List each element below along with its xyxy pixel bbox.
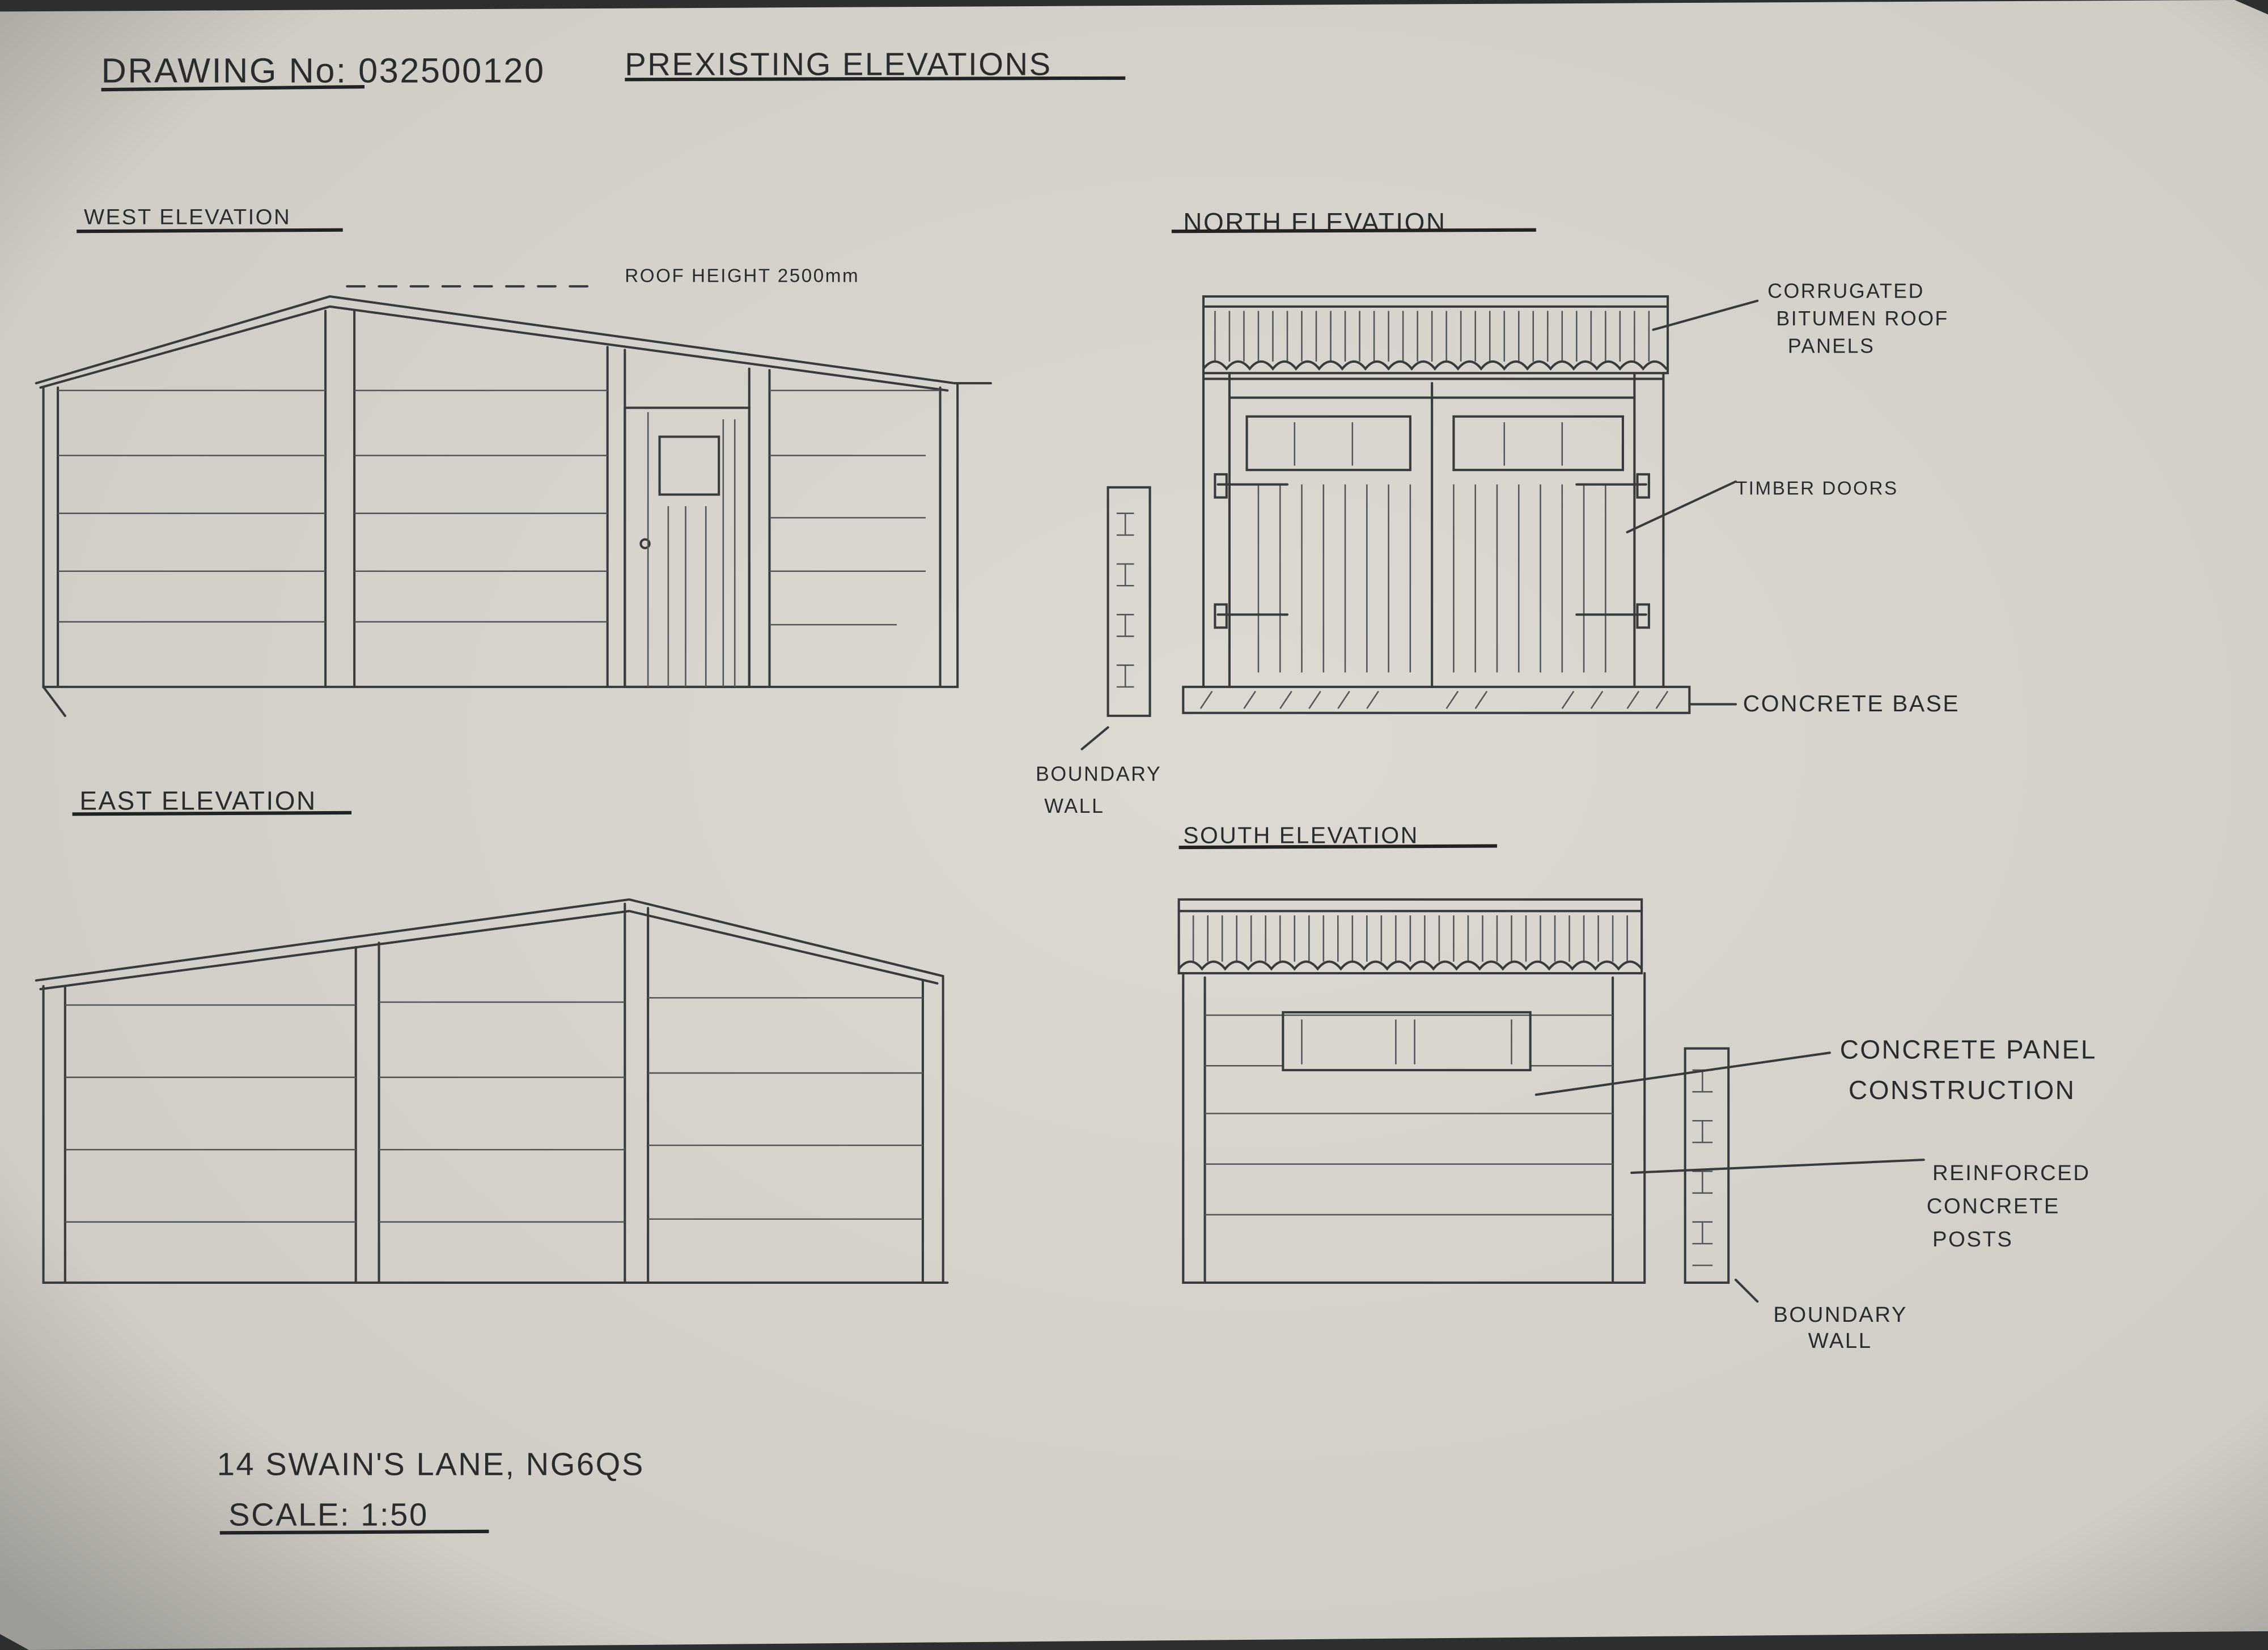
timber-doors [1214, 415, 1650, 673]
label-corrugated-3: PANELS [1788, 335, 1875, 358]
north-elevation: NORTH ELEVATION CORRUGATED BITUMEN ROOF … [1036, 207, 1960, 817]
site-address: 14 SWAIN'S LANE, NG6QS [217, 1446, 645, 1482]
label-corrugated-2: BITUMEN ROOF [1776, 307, 1948, 330]
boundary-wall [1107, 486, 1151, 717]
label-boundary-wall-2: WALL [1044, 795, 1104, 817]
drawing-number: DRAWING No: 032500120 [101, 51, 545, 90]
west-elevation: WEST ELEVATION ROOF HEIGHT 2500mm [35, 205, 992, 717]
label-posts-3: POSTS [1932, 1227, 2013, 1252]
west-elevation-title: WEST ELEVATION [84, 205, 291, 229]
south-elevation: SOUTH ELEVATION CONCRETE PANEL CONSTRUCT… [1177, 822, 2097, 1353]
label-panel-2: CONSTRUCTION [1849, 1075, 2075, 1105]
east-elevation-title: EAST ELEVATION [79, 786, 316, 816]
corrugated-roof-south [1177, 898, 1643, 975]
side-door [624, 406, 751, 688]
concrete-base [1182, 685, 1691, 714]
drawing-scale: SCALE: 1:50 [228, 1497, 429, 1533]
south-elevation-title: SOUTH ELEVATION [1183, 822, 1419, 848]
roof-height-note: ROOF HEIGHT 2500mm [625, 266, 859, 287]
corrugated-roof [1202, 295, 1669, 375]
label-concrete-base: CONCRETE BASE [1743, 690, 1960, 716]
east-elevation: EAST ELEVATION [35, 786, 949, 1284]
label-timber-doors: TIMBER DOORS [1736, 478, 1898, 499]
drawing-title: PREXISTING ELEVATIONS [625, 46, 1052, 82]
label-corrugated-1: CORRUGATED [1767, 280, 1924, 303]
label-boundary-wall-1: BOUNDARY [1036, 763, 1161, 786]
high-window [1282, 1011, 1532, 1071]
label-boundary-wall-south-1: BOUNDARY [1773, 1303, 1907, 1327]
label-boundary-wall-south-2: WALL [1808, 1329, 1872, 1353]
label-posts-1: REINFORCED [1932, 1161, 2091, 1185]
label-panel-1: CONCRETE PANEL [1840, 1035, 2097, 1064]
label-posts-2: CONCRETE [1927, 1194, 2060, 1219]
boundary-wall-south [1684, 1047, 1730, 1284]
